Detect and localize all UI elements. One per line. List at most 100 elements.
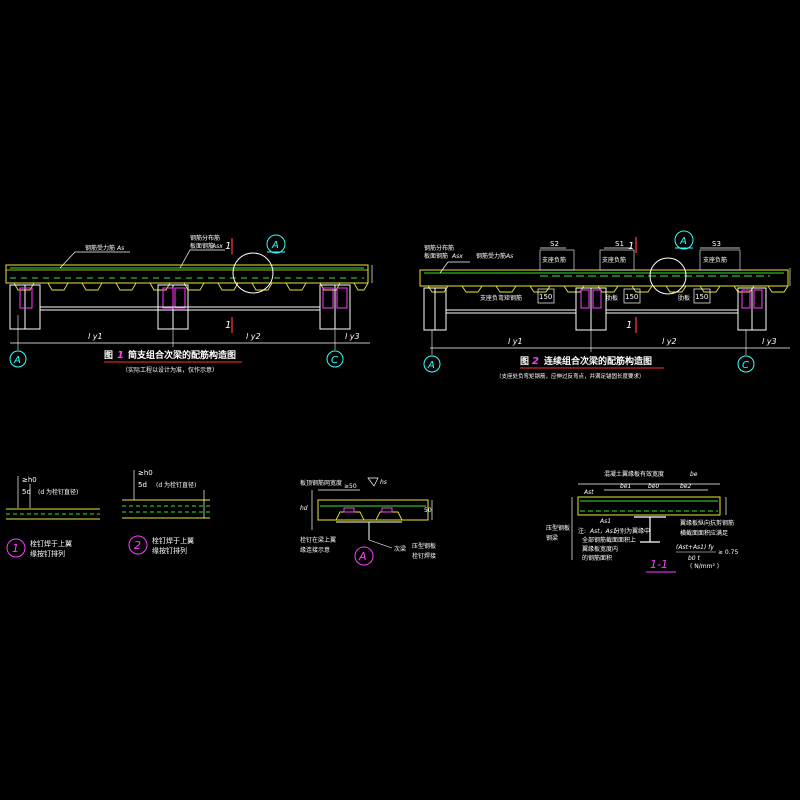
fig2-box2 <box>599 249 635 271</box>
d1-note: (d 为栓钉直径) <box>38 488 78 496</box>
fig2-title-prefix: 图 <box>520 356 529 367</box>
fig2-axis-a-circle <box>423 355 441 373</box>
fig2-girder-2 <box>575 287 607 331</box>
d1-dim-top: ≥h0 <box>22 476 37 484</box>
da-slab <box>317 499 429 521</box>
s11-note-3: 全部钢筋截面面积上 <box>582 536 636 544</box>
fig2-span1: l y1 <box>508 337 523 346</box>
s11-top-sym: be <box>690 471 698 478</box>
d2-caption-1: 栓钉焊于上翼 <box>152 536 194 545</box>
fig1-label-dist-rebar-2: 板面钢筋 <box>190 242 214 250</box>
fig1-axis-left: A <box>13 355 21 366</box>
detail-2: ≥h0 5d (d 为栓钉直径) 2 栓钉焊于上翼 缘按钉排列 <box>122 469 210 555</box>
fig2-dim-150-c: 150 <box>695 293 708 301</box>
fig2-label-box2: 支座负筋 <box>602 256 626 264</box>
da-bottom-note: 次梁 <box>394 545 406 553</box>
da-stud-2 <box>381 507 393 513</box>
fig2-label-dist-rebar-sym: Asx <box>451 253 463 260</box>
fig1-label-dist-rebar: 钢筋分布筋 <box>190 234 220 242</box>
s11-slab <box>577 496 721 516</box>
fig2-deck <box>420 285 789 293</box>
da-hs-label: hs <box>380 479 387 486</box>
fig2-box-150-a <box>537 288 555 304</box>
da-left-text-1: 栓钉在梁上翼 <box>300 536 336 544</box>
fig2-label-rebar: 钢筋受力筋 <box>476 252 506 260</box>
d2-mark-circle <box>128 535 148 555</box>
s11-b0: be0 <box>648 483 660 490</box>
s11-formula-3: ≥ 0.75 <box>718 549 738 556</box>
s11-sym-as2: As1 <box>599 518 611 525</box>
da-left-text-2: 缘连接示意 <box>300 546 330 554</box>
fig2-box1 <box>539 249 575 271</box>
fig1-axis-c-circle <box>326 350 344 368</box>
fig2-section-mark: 1 <box>628 241 634 252</box>
fig1-span3: l y3 <box>345 332 360 341</box>
fig2-dim-150-b: 150 <box>625 293 638 301</box>
da-flag-icon <box>367 477 379 487</box>
da-note-leader <box>368 539 393 549</box>
fig1-slab <box>5 264 369 284</box>
da-stud-1 <box>343 507 355 513</box>
fig1-label-bottom-rebar: 钢筋受力筋 <box>85 244 115 252</box>
fig1-axis-a-circle <box>9 350 27 368</box>
fig2-label-box3: 支座负筋 <box>703 256 727 264</box>
s11-right-1: 翼缘板纵向抗剪钢筋 <box>680 519 734 527</box>
s11-right-2: 横截面面积应满足 <box>680 529 728 537</box>
fig1-detail-mark-circle <box>266 234 286 254</box>
d2-dim-mid: 5d <box>138 481 147 489</box>
d1-caption-2: 缘按钉排列 <box>30 549 65 558</box>
fig2-label-s3: S3 <box>712 240 721 248</box>
s11-formula-4: ( N/mm² ) <box>690 563 719 570</box>
da-deck <box>318 511 428 521</box>
fig2-axis-right: C <box>742 360 749 371</box>
d2-note: (d 为栓钉直径) <box>156 481 196 489</box>
section-1-1: 混凝土翼缘板有效宽度 be be1 be0 be2 Ast As1 压型钢板 钢… <box>546 470 738 573</box>
fig2-label-box1: 支座负筋 <box>542 256 566 264</box>
s11-formula-1: (Ast+As1) fy <box>676 544 714 551</box>
fig2-box-150-c <box>693 288 711 304</box>
s11-left-text-2: 钢梁 <box>546 534 558 542</box>
da-dim-50: ≥50 <box>344 483 357 490</box>
fig1-deck <box>6 282 369 291</box>
fig2-span2: l y2 <box>662 337 677 346</box>
d2-mark: 2 <box>134 539 141 552</box>
fig2-label-rib-b: 肋板 <box>678 294 690 302</box>
fig1-girder-3 <box>319 284 351 330</box>
d2-caption-2: 缘按钉排列 <box>152 546 187 555</box>
d1-caption-1: 栓钉焊于上翼 <box>30 539 72 548</box>
s11-b2: be2 <box>680 483 692 490</box>
s11-note-prefix: 注: <box>578 527 586 535</box>
fig1-label-bottom-rebar-sym: As <box>116 245 124 252</box>
fig2-subtitle: （支座处负弯矩钢筋，应伸过反弯点，并满足锚固长度要求） <box>496 372 645 380</box>
fig1-axis-right: C <box>331 355 338 366</box>
da-top-label: 板顶钢筋网宽度 <box>300 479 342 487</box>
fig1-detail-mark: A <box>271 240 279 251</box>
fig2-girder-3 <box>737 287 767 331</box>
d1-mark: 1 <box>12 542 19 555</box>
fig2-detail-mark-circle <box>674 230 694 250</box>
s11-note-1: Ast，As1 <box>589 528 617 535</box>
fig2-leader-1 <box>439 261 470 274</box>
fig2-title-text: 连续组合次梁的配筋构造图 <box>544 355 652 367</box>
fig2-slab <box>419 269 789 287</box>
detail-1: ≥h0 5d (d 为栓钉直径) 1 栓钉焊于上翼 缘按钉排列 <box>6 476 100 558</box>
fig2-box3 <box>699 249 741 271</box>
fig1-subtitle: （实际工程以设计为准，仅作示意） <box>122 366 218 374</box>
s11-left-text-1: 压型钢板 <box>546 524 570 532</box>
s11-note-4: 翼缘板宽度内 <box>582 545 618 553</box>
fig2-label-dist-rebar: 钢筋分布筋 <box>424 244 454 252</box>
fig2-detail-mark: A <box>679 236 687 247</box>
fig1-girder-1 <box>9 284 41 330</box>
s11-top-label: 混凝土翼缘板有效宽度 <box>604 470 664 478</box>
s11-note-2: 分别为翼缘中 <box>614 527 650 535</box>
fig2-title-no: 2 <box>532 356 539 367</box>
s11-formula-2: b0 t <box>688 555 701 562</box>
fig2-section-mark-bottom: 1 <box>626 320 632 331</box>
da-mark-circle <box>354 546 374 566</box>
da-right-text-2: 栓钉焊接 <box>412 552 436 560</box>
fig2-detail-circle <box>649 257 687 295</box>
fig2-girder-1 <box>423 287 447 331</box>
fig2-axis-c-circle <box>737 355 755 373</box>
da-right-text-1: 压型钢板 <box>412 542 436 550</box>
